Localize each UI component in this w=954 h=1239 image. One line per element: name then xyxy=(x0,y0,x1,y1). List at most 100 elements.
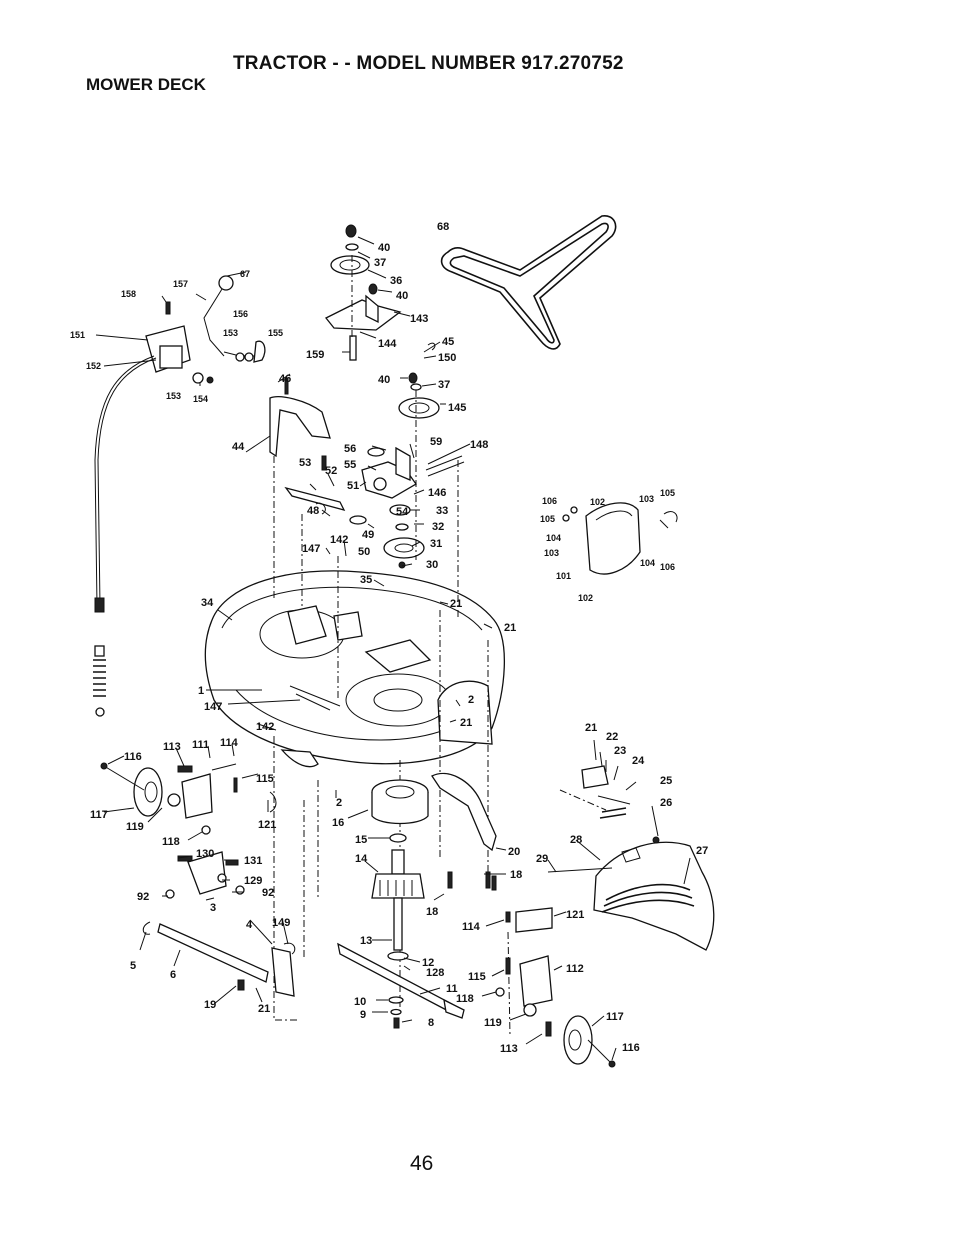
callout-106: 106 xyxy=(542,496,557,506)
callout-34: 34 xyxy=(201,597,214,609)
callout-128: 128 xyxy=(426,967,444,979)
callout-56: 56 xyxy=(344,443,356,455)
callout-20: 20 xyxy=(508,846,520,858)
callout-121: 121 xyxy=(258,819,276,831)
callout-21: 21 xyxy=(460,717,472,729)
callout-51: 51 xyxy=(347,480,359,492)
gauge-wheel-right xyxy=(495,907,616,1068)
lift-rod-linkage xyxy=(142,851,296,997)
callout-118: 118 xyxy=(162,836,180,848)
callout-116: 116 xyxy=(622,1042,640,1054)
page-number: 46 xyxy=(410,1152,434,1175)
callout-50: 50 xyxy=(358,546,370,558)
callout-68: 68 xyxy=(437,221,449,233)
idler-arm xyxy=(284,446,465,569)
callout-148: 148 xyxy=(470,439,488,451)
callout-154: 154 xyxy=(193,394,208,404)
callout-115: 115 xyxy=(468,971,486,983)
callout-32: 32 xyxy=(432,521,444,533)
callout-152: 152 xyxy=(86,361,101,371)
belt-guard xyxy=(269,377,331,458)
callout-115: 115 xyxy=(256,773,274,785)
callout-117: 117 xyxy=(606,1011,624,1023)
callout-18: 18 xyxy=(510,869,522,881)
callout-147: 147 xyxy=(204,701,222,713)
callout-27: 27 xyxy=(696,845,708,857)
callout-112: 112 xyxy=(566,963,584,975)
callout-21: 21 xyxy=(585,722,597,734)
callout-113: 113 xyxy=(163,741,181,753)
gauge-wheel-left xyxy=(100,762,277,835)
callout-121: 121 xyxy=(566,909,584,921)
callout-16: 16 xyxy=(332,817,344,829)
callout-146: 146 xyxy=(428,487,446,499)
callout-labels: 40 37 36 40 143 144 159 45 150 40 37 145… xyxy=(70,221,708,1055)
callout-15: 15 xyxy=(355,834,367,846)
callout-104: 104 xyxy=(640,558,655,568)
discharge-chute xyxy=(547,765,715,951)
callout-142: 142 xyxy=(256,721,274,733)
callout-5: 5 xyxy=(130,960,136,972)
callout-102: 102 xyxy=(590,497,605,507)
callout-33: 33 xyxy=(436,505,448,517)
callout-114: 114 xyxy=(462,921,481,933)
callout-2: 2 xyxy=(468,694,474,706)
callout-40: 40 xyxy=(396,290,408,302)
callout-35: 35 xyxy=(360,574,372,586)
spindle-assembly xyxy=(337,779,465,1029)
callout-44: 44 xyxy=(232,441,245,453)
callout-36: 36 xyxy=(390,275,402,287)
belt xyxy=(440,215,617,350)
callout-31: 31 xyxy=(430,538,442,550)
callout-106: 106 xyxy=(660,562,675,572)
callout-156: 156 xyxy=(233,309,248,319)
callout-101: 101 xyxy=(556,571,571,581)
deck-baffle xyxy=(562,502,678,575)
callout-158: 158 xyxy=(121,289,136,299)
callout-25: 25 xyxy=(660,775,672,787)
callout-114: 114 xyxy=(220,737,239,749)
callout-149: 149 xyxy=(272,917,290,929)
callout-150: 150 xyxy=(438,352,456,364)
callout-40: 40 xyxy=(378,242,390,254)
callout-40: 40 xyxy=(378,374,390,386)
callout-21: 21 xyxy=(450,598,462,610)
callout-131: 131 xyxy=(244,855,262,867)
callout-159: 159 xyxy=(306,349,324,361)
callout-145: 145 xyxy=(448,402,466,414)
callout-30: 30 xyxy=(426,559,438,571)
callout-21: 21 xyxy=(258,1003,270,1015)
callout-19: 19 xyxy=(204,999,216,1011)
page-title: TRACTOR - - MODEL NUMBER 917.270752 xyxy=(233,53,624,74)
callout-129: 129 xyxy=(244,875,262,887)
deck-hanger-right xyxy=(431,772,497,891)
callout-153: 153 xyxy=(223,328,238,338)
callout-14: 14 xyxy=(355,853,368,865)
callout-153: 153 xyxy=(166,391,181,401)
callout-117: 117 xyxy=(90,809,108,821)
callout-118: 118 xyxy=(456,993,474,1005)
callout-55: 55 xyxy=(344,459,356,471)
callout-37: 37 xyxy=(374,257,386,269)
callout-130: 130 xyxy=(196,848,214,860)
callout-143: 143 xyxy=(410,313,428,325)
callout-8: 8 xyxy=(428,1017,434,1029)
callout-48: 48 xyxy=(307,505,319,517)
callout-1: 1 xyxy=(198,685,204,697)
callout-53: 53 xyxy=(299,457,311,469)
callout-18: 18 xyxy=(426,906,438,918)
callout-2: 2 xyxy=(336,797,342,809)
callout-26: 26 xyxy=(660,797,672,809)
callout-45: 45 xyxy=(442,336,454,348)
callout-4: 4 xyxy=(246,919,253,931)
callout-103: 103 xyxy=(639,494,654,504)
callout-46: 46 xyxy=(279,373,291,385)
callout-151: 151 xyxy=(70,330,85,340)
callout-37: 37 xyxy=(438,379,450,391)
callout-23: 23 xyxy=(614,745,626,757)
callout-111: 111 xyxy=(192,739,209,751)
callout-21: 21 xyxy=(504,622,516,634)
callout-92: 92 xyxy=(137,891,149,903)
callout-6: 6 xyxy=(170,969,176,981)
callout-147: 147 xyxy=(302,543,320,555)
